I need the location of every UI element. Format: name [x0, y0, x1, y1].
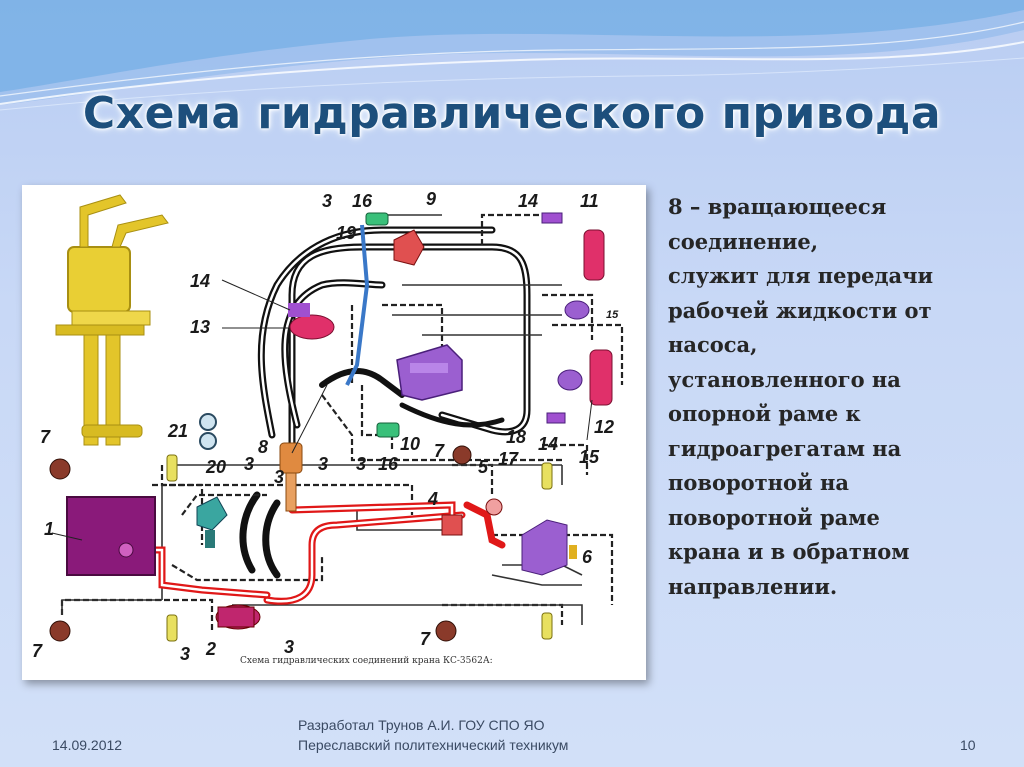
description-line: гидроагрегатам на [668, 435, 902, 461]
distributor-6 [521, 519, 577, 576]
leader-lines [51, 279, 593, 541]
label-1: 1 [44, 519, 54, 539]
description-line: крана и в обратном [668, 539, 910, 564]
valve-14-right [541, 212, 566, 424]
motors-7 [49, 445, 472, 642]
label-7d: 7 [434, 441, 445, 461]
slide-title: Схема гидравлического привода [82, 88, 942, 139]
label-7c: 7 [420, 629, 431, 649]
label-11: 11 [580, 191, 599, 211]
description-line: рабочей жидкости от [668, 297, 932, 323]
label-3c: 3 [318, 454, 328, 474]
swivel-joint-illustration [55, 194, 169, 446]
label-3b: 3 [244, 454, 254, 474]
components [49, 212, 613, 642]
label-14a: 14 [190, 271, 210, 291]
hose-lines [239, 226, 531, 579]
label-9: 9 [426, 189, 436, 209]
label-8: 8 [258, 437, 268, 457]
description-line: насоса, [668, 332, 758, 357]
cylinder-11 [583, 229, 605, 281]
label-14c: 14 [538, 434, 558, 454]
hydraulic-diagram: 1 2 3 3 3 3 3 3 3 4 5 6 7 7 7 7 8 9 10 1… [22, 185, 646, 680]
description-text: 8 – вращающееся соединение, служит для пер… [668, 190, 1008, 604]
description-line: установленного на [668, 366, 901, 392]
hydraulic-diagram-svg: 1 2 3 3 3 3 3 3 3 4 5 6 7 7 7 7 8 9 10 1… [32, 189, 624, 664]
label-12: 12 [594, 417, 614, 437]
cylinder-12 [589, 349, 613, 406]
label-13: 13 [190, 317, 210, 337]
swivel-8 [279, 442, 303, 512]
description-line: служит для передачи [668, 263, 934, 288]
valve-4 [441, 514, 463, 536]
label-17: 17 [498, 449, 519, 469]
label-20: 20 [205, 457, 226, 477]
label-4: 4 [427, 489, 438, 509]
label-2: 2 [205, 639, 216, 659]
description-line: 8 – вращающееся [668, 194, 887, 219]
valve-15 [557, 300, 590, 391]
label-18: 18 [506, 427, 526, 447]
label-3a: 3 [322, 191, 332, 211]
footer-author: Разработал Трунов А.И. ГОУ СПО ЯО Пересл… [298, 715, 568, 755]
valve-10 [376, 422, 400, 438]
page-number: 10 [960, 737, 976, 753]
footer-author-line2: Переславский политехнический техникум [298, 737, 569, 753]
label-3d: 3 [356, 454, 366, 474]
label-21: 21 [167, 421, 188, 441]
locks-3 [166, 454, 553, 642]
description-line: соединение, [668, 228, 819, 254]
label-3g: 3 [274, 467, 284, 487]
label-16a: 16 [352, 191, 373, 211]
label-3e: 3 [180, 644, 190, 664]
label-16b: 16 [378, 454, 399, 474]
return-line [345, 224, 370, 386]
description-line: опорной раме к [668, 401, 861, 426]
label-7b: 7 [32, 641, 43, 661]
filter-20 [196, 496, 228, 548]
label-19: 19 [336, 223, 356, 243]
gauges-21 [199, 413, 217, 450]
valve-16 [365, 212, 389, 226]
label-10: 10 [400, 434, 420, 454]
valve-5 [485, 498, 503, 516]
description-line: поворотной раме [668, 504, 880, 530]
description-line: направлении. [668, 573, 838, 599]
label-5: 5 [478, 457, 489, 477]
footer-date: 14.09.2012 [52, 737, 123, 753]
label-7a: 7 [40, 427, 51, 447]
label-14b: 14 [518, 191, 538, 211]
diagram-labels: 1 2 3 3 3 3 3 3 3 4 5 6 7 7 7 7 8 9 10 1… [32, 189, 619, 664]
description-line: поворотной на [668, 470, 849, 495]
label-15b: 15 [606, 309, 619, 321]
tank-1 [66, 496, 156, 576]
valve-9 [393, 229, 425, 266]
decorative-waves [0, 0, 1024, 111]
distributor-main [396, 344, 463, 401]
label-6: 6 [582, 547, 593, 567]
pump-2 [215, 604, 261, 630]
label-3f: 3 [284, 637, 294, 657]
label-15a: 15 [579, 447, 600, 467]
footer-author-line1: Разработал Трунов А.И. ГОУ СПО ЯО [298, 717, 545, 733]
diagram-caption: Схема гидравлических соединений крана КС… [240, 656, 493, 666]
valve-13 [288, 303, 335, 340]
